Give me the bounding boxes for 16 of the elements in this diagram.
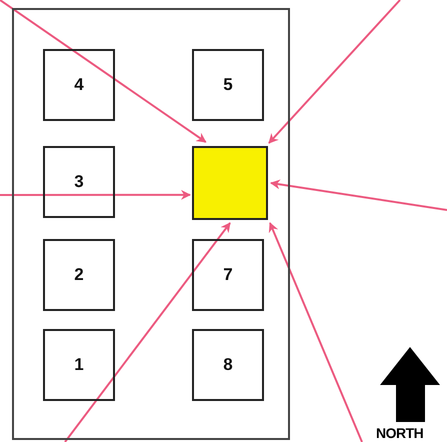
filled-box [192,146,268,220]
numbered-box: 2 [43,239,115,311]
outer-frame [12,8,290,440]
compass-label: NORTH [376,425,424,441]
numbered-box: 4 [43,49,115,121]
arrow [268,0,401,144]
numbered-box: 7 [192,239,264,311]
numbered-box: 8 [192,329,264,401]
arrow [64,222,231,442]
numbered-box: 3 [43,146,115,218]
numbered-box: 5 [192,49,264,121]
numbered-box: 1 [43,329,115,401]
arrow [0,190,191,200]
arrow [268,222,363,442]
arrow [0,0,206,143]
arrow [270,179,447,211]
